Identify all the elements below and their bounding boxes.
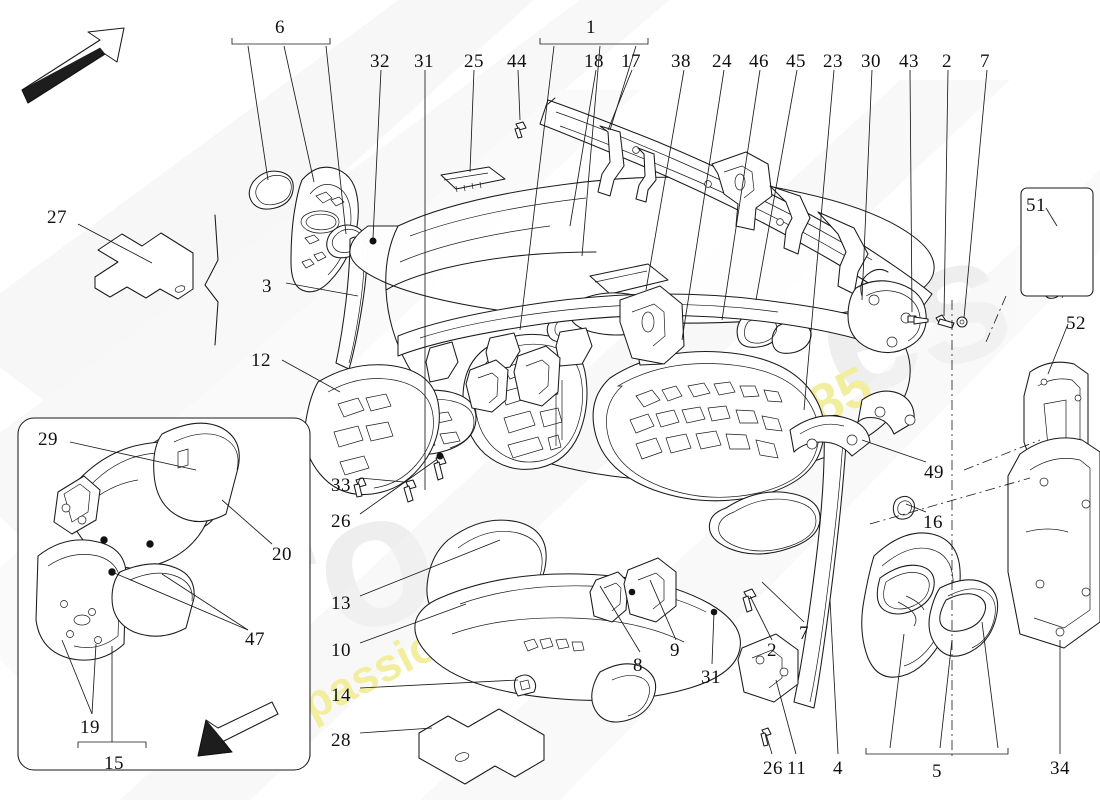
callout-17[interactable]: 17 [621, 51, 641, 72]
callout-47[interactable]: 47 [245, 629, 265, 650]
callout-38[interactable]: 38 [671, 51, 691, 72]
callout-44[interactable]: 44 [507, 51, 527, 72]
callout-10[interactable]: 10 [331, 640, 351, 661]
callout-18[interactable]: 18 [584, 51, 604, 72]
callout-11[interactable]: 11 [787, 758, 807, 779]
part-25-cover-cap [440, 166, 506, 193]
callout-8[interactable]: 8 [633, 655, 643, 676]
fasteners-33-26 [353, 452, 447, 503]
callout-20[interactable]: 20 [272, 544, 292, 565]
section-break-lines [204, 97, 556, 346]
right-hinge-assembly [847, 268, 968, 354]
callout-2-top[interactable]: 2 [942, 51, 952, 72]
callout-7-top[interactable]: 7 [980, 51, 990, 72]
callout-9[interactable]: 9 [670, 640, 680, 661]
callout-31-lower[interactable]: 31 [701, 667, 721, 688]
callout-26-left[interactable]: 26 [331, 511, 351, 532]
callout-30[interactable]: 30 [861, 51, 881, 72]
part-49-bracket [789, 390, 916, 457]
part-27-gasket-plate [94, 232, 194, 300]
callout-23[interactable]: 23 [823, 51, 843, 72]
callout-3[interactable]: 3 [262, 276, 272, 297]
inset-steering-column-drawing [35, 422, 240, 661]
direction-arrow-main-shape [21, 27, 125, 104]
callout-14[interactable]: 14 [331, 685, 351, 706]
callout-2-lower[interactable]: 2 [767, 640, 777, 661]
callout-16[interactable]: 16 [923, 512, 943, 533]
callout-12[interactable]: 12 [251, 350, 271, 371]
callout-33[interactable]: 33 [331, 475, 351, 496]
leader-lines [61, 38, 1069, 755]
inset-panel-clip [1020, 187, 1094, 297]
part-1-crossmember-beam [397, 99, 933, 383]
bolt-26-lower [760, 727, 772, 747]
callout-43[interactable]: 43 [899, 51, 919, 72]
part-6-vent-group [248, 166, 365, 293]
lower-brackets-group [589, 557, 799, 747]
callout-34[interactable]: 34 [1050, 758, 1070, 779]
callout-24[interactable]: 24 [712, 51, 732, 72]
fasteners-32-44 [369, 121, 527, 245]
callout-52[interactable]: 52 [1066, 313, 1086, 334]
part-5-cover-group [861, 532, 999, 678]
mid-brackets-group [465, 285, 685, 413]
callout-13[interactable]: 13 [331, 593, 351, 614]
callout-49[interactable]: 49 [924, 462, 944, 483]
callout-45[interactable]: 45 [786, 51, 806, 72]
callout-1[interactable]: 1 [586, 17, 596, 38]
callout-31[interactable]: 31 [414, 51, 434, 72]
callout-28[interactable]: 28 [331, 730, 351, 751]
bolt-2-lower [742, 588, 757, 613]
callout-26-bottom[interactable]: 26 [763, 758, 783, 779]
alignment-centerlines [869, 295, 1041, 760]
callout-27[interactable]: 27 [47, 207, 67, 228]
callout-5[interactable]: 5 [932, 761, 942, 782]
washer-7 [956, 316, 968, 328]
callout-7-lower[interactable]: 7 [799, 623, 809, 644]
callout-46[interactable]: 46 [749, 51, 769, 72]
part-34-side-bracket [1007, 437, 1100, 649]
callout-4[interactable]: 4 [833, 758, 843, 779]
callout-32[interactable]: 32 [370, 51, 390, 72]
callout-25[interactable]: 25 [464, 51, 484, 72]
callout-51[interactable]: 51 [1026, 195, 1046, 216]
callout-19[interactable]: 19 [80, 717, 100, 738]
callout-15[interactable]: 15 [104, 753, 124, 774]
callout-29[interactable]: 29 [38, 429, 58, 450]
callout-6[interactable]: 6 [275, 17, 285, 38]
direction-arrow-inset-shape [197, 701, 279, 757]
part-16-clip [892, 495, 916, 520]
part-28-gasket-plate [418, 708, 545, 785]
bolt-43 [907, 315, 929, 325]
bolt-2 [935, 314, 955, 329]
lower-trim-group [304, 364, 741, 723]
